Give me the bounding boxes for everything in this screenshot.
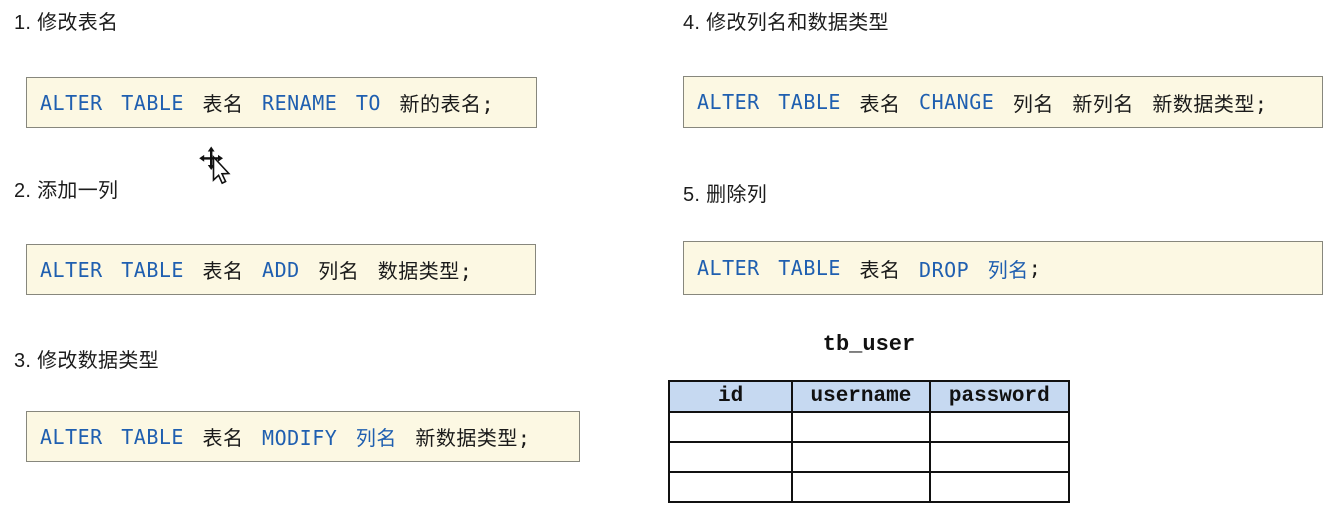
column-header-password: password: [928, 380, 1071, 413]
empty-cell: [667, 411, 794, 443]
sql-keyword: ALTER TABLE: [40, 424, 184, 449]
sql-plain-text: 表名: [183, 92, 263, 116]
sql-keyword: ADD: [262, 257, 300, 282]
sql-plain-text: 表名: [183, 426, 263, 450]
empty-row: [667, 411, 1071, 443]
empty-cell: [928, 411, 1071, 443]
sql-plain-text: 表名: [840, 91, 920, 116]
db-table-title: tb_user: [822, 332, 916, 357]
sql-plain-text: 列名 新列名 新数据类型;: [994, 91, 1268, 116]
code-box-add-column: ALTER TABLE 表名 ADD 列名 数据类型;: [26, 244, 536, 295]
sql-keyword: ALTER TABLE: [697, 256, 841, 280]
empty-cell: [791, 411, 931, 443]
column-header-username: username: [791, 380, 931, 413]
section-heading-change-column: 4. 修改列名和数据类型: [683, 12, 889, 34]
empty-cell: [667, 441, 794, 473]
sql-keyword: CHANGE: [919, 90, 995, 114]
empty-cell: [791, 471, 931, 503]
sql-plain-text: 新的表名;: [380, 92, 495, 116]
code-box-change-column: ALTER TABLE 表名 CHANGE 列名 新列名 新数据类型;: [683, 76, 1323, 128]
section-heading-drop-column: 5. 删除列: [683, 184, 768, 206]
sql-plain-text: 新数据类型;: [396, 426, 531, 450]
section-heading-rename-table: 1. 修改表名: [14, 12, 119, 34]
sql-keyword: RENAME TO: [262, 90, 381, 115]
sql-plain-text: ;: [1028, 256, 1042, 280]
empty-row: [667, 441, 1071, 473]
sql-keyword: MODIFY 列名: [262, 426, 397, 450]
db-table-body: [667, 411, 1071, 503]
sql-keyword: ALTER TABLE: [40, 257, 184, 282]
sql-plain-text: 列名 数据类型;: [299, 259, 473, 283]
sql-plain-text: 表名: [183, 259, 263, 283]
code-box-drop-column: ALTER TABLE 表名 DROP 列名;: [683, 241, 1323, 295]
empty-cell: [791, 441, 931, 473]
empty-cell: [667, 471, 794, 503]
sql-plain-text: 表名: [840, 257, 920, 282]
sql-keyword: ALTER TABLE: [40, 90, 184, 115]
move-cursor-icon: [199, 146, 237, 195]
empty-cell: [928, 441, 1071, 473]
column-header-id: id: [667, 380, 794, 413]
section-heading-add-column: 2. 添加一列: [14, 180, 119, 202]
sql-keyword: ALTER TABLE: [697, 90, 841, 114]
empty-row: [667, 471, 1071, 503]
sql-keyword: DROP 列名: [919, 257, 1029, 282]
code-box-modify-datatype: ALTER TABLE 表名 MODIFY 列名 新数据类型;: [26, 411, 580, 462]
empty-cell: [928, 471, 1071, 503]
section-heading-modify-datatype: 3. 修改数据类型: [14, 350, 159, 372]
code-box-rename-table: ALTER TABLE 表名 RENAME TO 新的表名;: [26, 77, 537, 128]
